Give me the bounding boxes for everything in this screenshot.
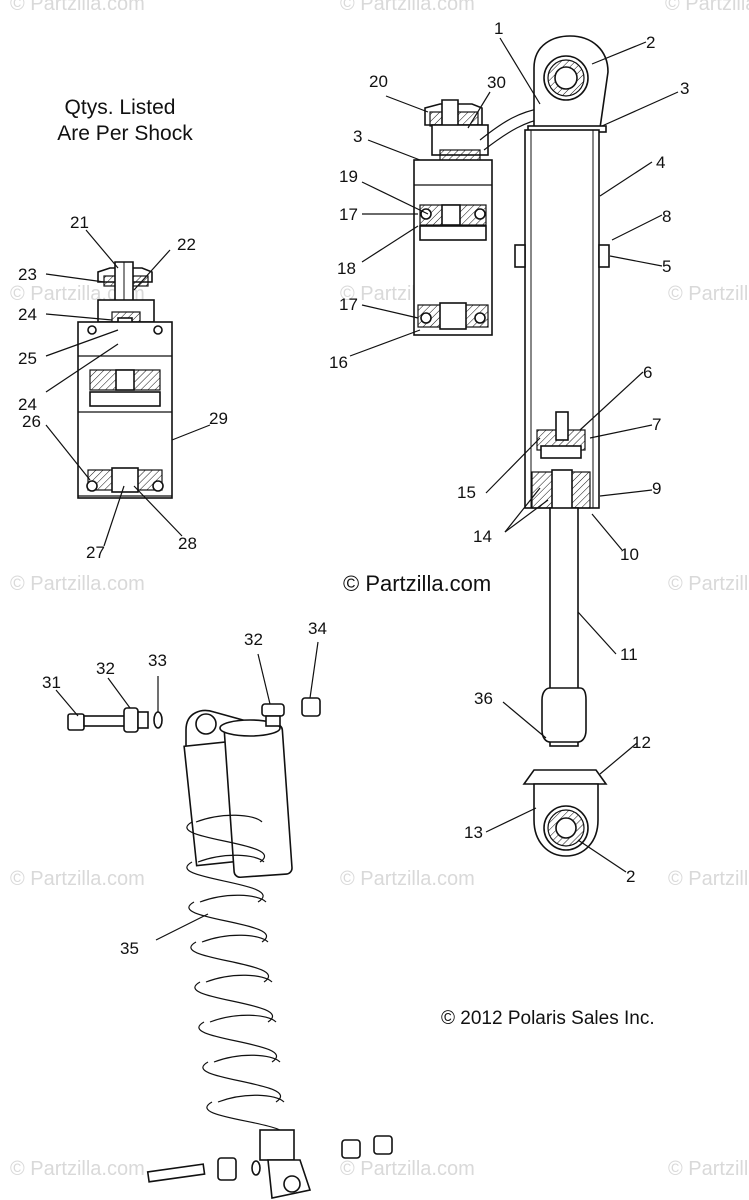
callout-19: 19	[339, 167, 358, 186]
callout-21: 21	[70, 213, 89, 232]
callout-10: 10	[620, 545, 639, 564]
watermark: © Partzilla.com	[668, 573, 749, 595]
reservoir-section-top	[413, 99, 546, 336]
watermark: © Partzilla.com	[340, 0, 475, 15]
callout-2: 2	[646, 33, 655, 52]
watermark-layer: © Partzilla.com © Partzilla.com © Partzi…	[10, 0, 749, 1180]
watermark: © Partzilla.com	[668, 283, 749, 305]
callout-5: 5	[662, 257, 671, 276]
callout-20: 20	[369, 72, 388, 91]
callout-29: 29	[209, 409, 228, 428]
callout-labels: 1 2 2 3 3 4 5 6 7 8 9 10 11 12 13 14 15 …	[18, 19, 689, 958]
callout-33: 33	[148, 651, 167, 670]
callout-1: 1	[494, 19, 503, 38]
callout-22: 22	[177, 235, 196, 254]
shock-body-section	[514, 35, 610, 857]
callout-17: 17	[339, 205, 358, 224]
callout-6: 6	[643, 363, 652, 382]
callout-3: 3	[353, 127, 362, 146]
callout-35: 35	[120, 939, 139, 958]
callout-9: 9	[652, 479, 661, 498]
callout-11: 11	[620, 645, 638, 664]
callout-26: 26	[22, 412, 41, 431]
watermark: © Partzilla.com	[10, 1158, 145, 1180]
callout-3: 3	[680, 79, 689, 98]
callout-27: 27	[86, 543, 105, 562]
callout-17: 17	[339, 295, 358, 314]
callout-31: 31	[42, 673, 61, 692]
watermark: © Partzilla.com	[665, 0, 749, 15]
callout-13: 13	[464, 823, 483, 842]
callout-8: 8	[662, 207, 671, 226]
reservoir-section-left	[77, 261, 173, 499]
callout-36: 36	[474, 689, 493, 708]
callout-24: 24	[18, 395, 37, 414]
callout-24: 24	[18, 305, 37, 324]
callout-30: 30	[487, 73, 506, 92]
callout-32: 32	[96, 659, 115, 678]
watermark: © Partzilla.com	[340, 868, 475, 890]
center-watermark: © Partzilla.com	[343, 571, 491, 596]
watermark: © Partzilla.com	[10, 0, 145, 15]
callout-25: 25	[18, 349, 37, 368]
watermark: © Partzilla.com	[340, 1158, 475, 1180]
callout-2: 2	[626, 867, 635, 886]
watermark: © Partzilla.com	[10, 868, 145, 890]
callout-28: 28	[178, 534, 197, 553]
callout-23: 23	[18, 265, 37, 284]
leader-lines	[45, 37, 679, 941]
callout-32: 32	[244, 630, 263, 649]
quantity-note-line2: Are Per Shock	[57, 122, 193, 145]
callout-12: 12	[632, 733, 651, 752]
coilover-assembly	[183, 709, 312, 1199]
watermark: © Partzilla.com	[668, 868, 749, 890]
callout-18: 18	[337, 259, 356, 278]
quantity-note-line1: Qtys. Listed	[65, 96, 176, 119]
copyright-notice: © 2012 Polaris Sales Inc.	[441, 1008, 655, 1029]
callout-7: 7	[652, 415, 661, 434]
callout-14: 14	[473, 527, 492, 546]
callout-15: 15	[457, 483, 476, 502]
callout-4: 4	[656, 153, 665, 172]
watermark: © Partzilla.com	[10, 573, 145, 595]
watermark: © Partzilla.com	[668, 1158, 749, 1180]
callout-16: 16	[329, 353, 348, 372]
callout-34: 34	[308, 619, 327, 638]
hardware-parts	[67, 697, 393, 1183]
